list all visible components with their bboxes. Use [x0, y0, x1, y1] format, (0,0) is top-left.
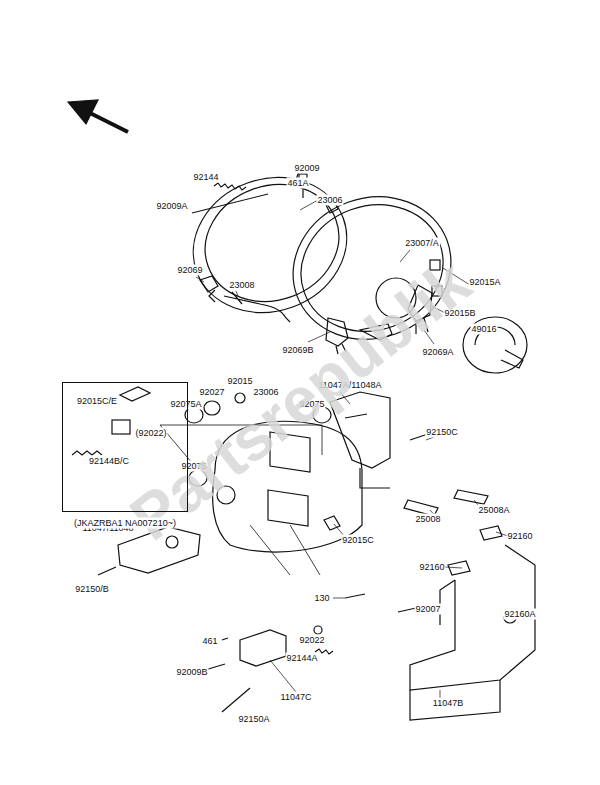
callout-number: 92160 — [418, 562, 445, 573]
serial-note: (JKAZRBA1 NA007210~) — [73, 518, 177, 529]
screw — [192, 194, 268, 213]
rim-tabs — [209, 168, 338, 302]
callout-number: 92150/B — [74, 584, 110, 595]
callout-number: 92160 — [506, 531, 533, 542]
bulb-92069 — [200, 276, 218, 292]
headlight-rim — [174, 156, 366, 333]
callout-number: 23008 — [228, 280, 255, 291]
spring-inset — [72, 451, 102, 455]
clip-inset — [120, 387, 150, 401]
assembly-line — [250, 525, 320, 575]
variant-inset-box: 92015C/E(92022)92144B/C(JKAZRBA1 NA00721… — [62, 382, 188, 512]
callout-number: 92027 — [198, 387, 225, 398]
callout-number: 92015C — [341, 535, 375, 546]
collar — [204, 401, 220, 415]
spring — [214, 183, 246, 190]
direction-arrow-head — [68, 100, 98, 124]
callout-number: 461A — [286, 178, 309, 189]
callout-number: 92144 — [192, 172, 219, 183]
callout-number: 11047B — [432, 698, 464, 709]
bolt — [98, 567, 116, 575]
callout-number: 92015 — [226, 376, 253, 387]
callout-number: 25008 — [414, 514, 441, 525]
callout-number: 49016 — [470, 324, 497, 335]
callout-number: 11047C — [280, 692, 313, 703]
callout-number: 92144A — [285, 653, 318, 664]
callout-number: 92075A — [169, 399, 202, 410]
headlight-rim-inner — [189, 166, 356, 320]
callout-number: 92009 — [293, 163, 320, 174]
callout-number: 92009B — [175, 667, 208, 678]
washer — [222, 638, 228, 640]
callout-number: 92022 — [298, 635, 325, 646]
bolt — [222, 688, 250, 712]
callout-number: 92160A — [503, 609, 536, 620]
nut-inset — [112, 420, 130, 434]
rubber-cover — [463, 317, 527, 373]
callout-number: 130 — [313, 593, 330, 604]
callout-number: 92015C/E — [76, 396, 118, 407]
bracket-11047c — [240, 630, 286, 666]
callout-number: (92022) — [134, 428, 167, 439]
callout-number: 25008A — [477, 505, 510, 516]
callout-number: 461 — [201, 636, 218, 647]
headlight-stay — [410, 680, 500, 720]
callout-number: 92069 — [176, 265, 203, 276]
callout-number: 92144B/C — [88, 456, 130, 467]
nut — [314, 626, 322, 634]
callout-number: 92009A — [155, 201, 188, 212]
callout-number: 92150C — [425, 427, 459, 438]
plate — [454, 490, 488, 504]
socket-lead — [224, 292, 290, 322]
callout-number: 92150A — [237, 714, 270, 725]
bolt — [345, 594, 416, 612]
direction-arrow — [88, 112, 128, 132]
callout-number: 92015A — [468, 277, 501, 288]
callout-number: 23006 — [316, 195, 343, 206]
callout-number: 92007 — [414, 604, 441, 615]
